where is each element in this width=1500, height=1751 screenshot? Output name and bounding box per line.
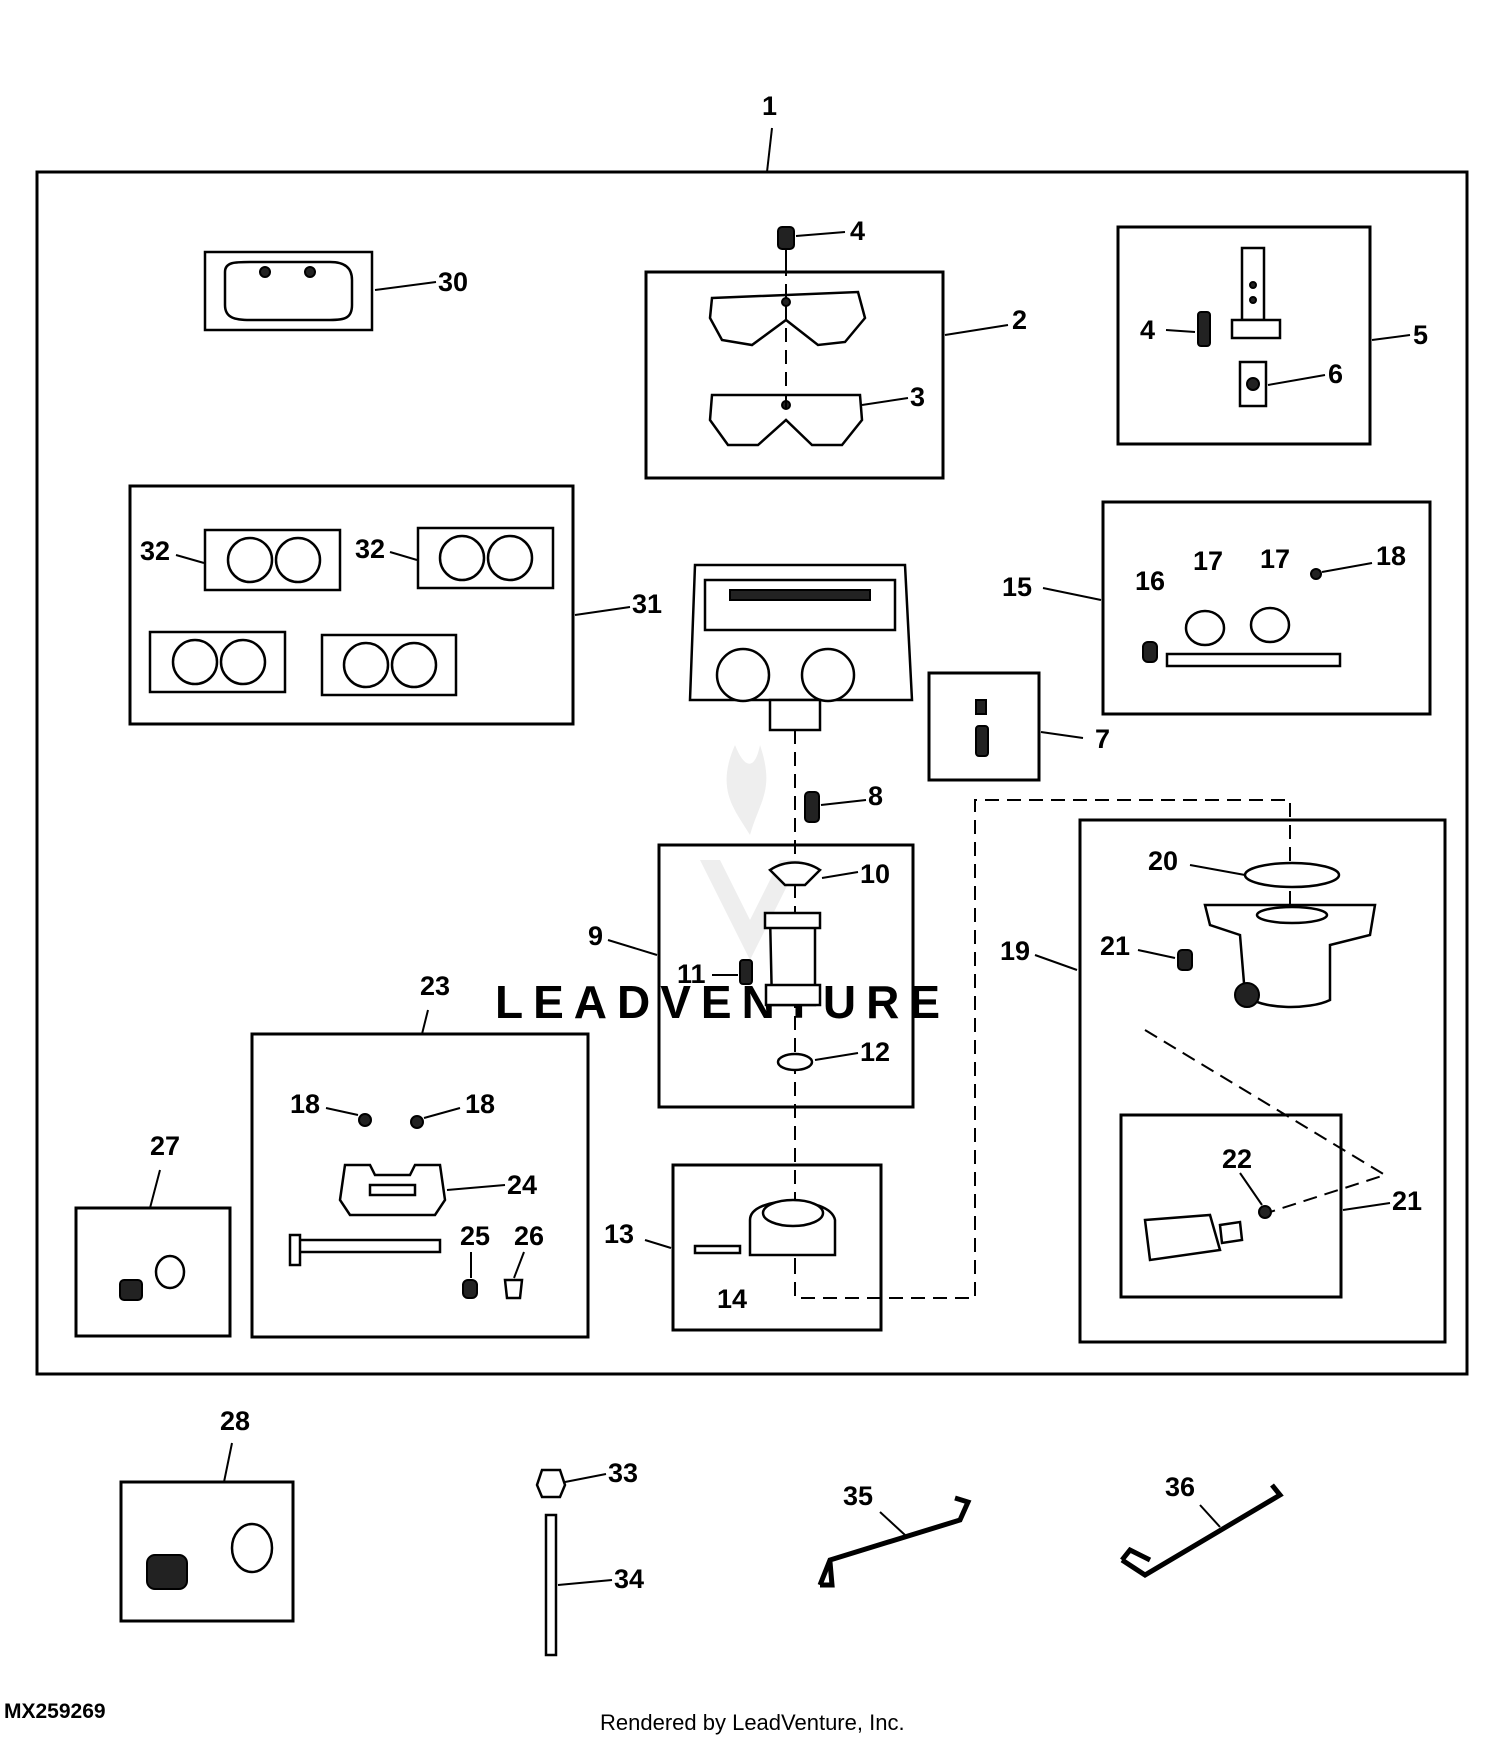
render-credit: Rendered by LeadVenture, Inc.	[600, 1710, 905, 1735]
callout-32-left: 32	[140, 536, 170, 566]
callout-23: 22	[1222, 1144, 1252, 1174]
callout-22: 21	[1392, 1186, 1422, 1216]
callout-16: 16	[1135, 566, 1165, 596]
box-9	[657, 843, 915, 1109]
watermark-text: LEADVENTURE	[495, 976, 950, 1028]
callout-15: 15	[1002, 572, 1032, 602]
callout-12: 12	[860, 1037, 890, 1067]
callout-25: 24	[507, 1170, 537, 1200]
box-5	[1116, 225, 1372, 446]
gasket-32-b	[416, 526, 555, 590]
gasket-32-a	[203, 528, 342, 592]
callout-18-right: 18	[465, 1089, 495, 1119]
callout-20: 20	[1148, 846, 1178, 876]
callout-24: 23	[420, 971, 450, 1001]
callout-8: 8	[868, 781, 883, 811]
callout-6: 6	[1328, 359, 1343, 389]
box-31	[128, 484, 575, 726]
callout-29: 28	[220, 1406, 250, 1436]
box-24	[250, 1032, 590, 1339]
callout-18-left: 18	[290, 1089, 320, 1119]
callout-11: 11	[677, 959, 706, 989]
callout-5: 5	[1413, 320, 1428, 350]
callout-21: 21	[1100, 931, 1130, 961]
box-22	[1119, 1113, 1343, 1299]
callout-9: 9	[588, 921, 603, 951]
watermark: LEADVENTURE	[495, 745, 950, 1028]
bracket-5	[1230, 246, 1282, 340]
callout-4-right: 4	[1140, 315, 1155, 345]
callout-13: 13	[604, 1219, 634, 1249]
callout-33: 33	[608, 1458, 638, 1488]
callout-35: 35	[843, 1481, 873, 1511]
callout-27: 26	[514, 1221, 544, 1251]
screw-4-top	[777, 226, 795, 262]
figure-id: MX259269	[4, 1700, 106, 1723]
callout-19: 19	[1000, 936, 1030, 966]
box-13	[671, 1163, 883, 1332]
carburetor-body	[688, 563, 914, 732]
gasket-31-d	[320, 633, 458, 697]
gasket-30	[203, 250, 374, 332]
box-15	[1101, 500, 1432, 716]
box-19	[1078, 818, 1447, 1344]
callout-28: 27	[150, 1131, 180, 1161]
callout-26: 25	[460, 1221, 490, 1251]
callout-17-left: 17	[1193, 546, 1223, 576]
callout-4-top: 4	[850, 216, 865, 246]
box-2	[644, 270, 945, 480]
callout-3: 3	[910, 382, 925, 412]
callout-1: 1	[762, 91, 777, 121]
callout-10: 10	[860, 859, 890, 889]
callout-18-top: 18	[1376, 541, 1406, 571]
assembly-frame	[35, 170, 1469, 1376]
callout-32-right: 32	[355, 534, 385, 564]
box-28	[74, 1206, 232, 1338]
callout-7: 7	[1095, 724, 1110, 754]
gasket-31-c	[148, 630, 287, 694]
callout-30: 30	[438, 267, 468, 297]
callout-2: 2	[1012, 305, 1027, 335]
box-29	[119, 1480, 295, 1623]
callout-34: 34	[614, 1564, 644, 1594]
callout-14: 14	[717, 1284, 747, 1314]
callout-36: 36	[1165, 1472, 1195, 1502]
callout-31: 31	[632, 589, 662, 619]
callout-17-right: 17	[1260, 544, 1290, 574]
box-7	[927, 671, 1041, 782]
